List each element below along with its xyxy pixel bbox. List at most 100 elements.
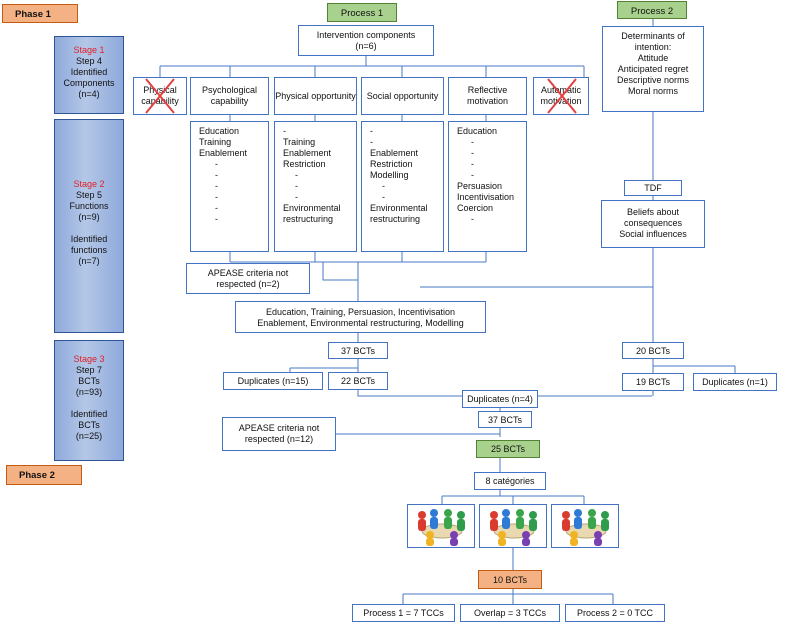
function-item: - bbox=[215, 214, 218, 224]
bcts-10-box: 10 BCTs bbox=[478, 570, 542, 589]
stage-1-line: Components bbox=[63, 78, 115, 88]
component-label: Reflective motivation bbox=[466, 85, 509, 106]
function-item: - bbox=[295, 170, 298, 180]
stage-1-line: Identified bbox=[70, 67, 108, 77]
apease-line: APEASE criteria not bbox=[238, 423, 320, 433]
function-item: Restriction bbox=[283, 159, 326, 169]
selected-functions-line: Enablement, Environmental restructuring,… bbox=[257, 318, 464, 328]
result-overlap: Overlap = 3 TCCs bbox=[460, 604, 560, 622]
function-item: Enablement bbox=[283, 148, 332, 158]
result-process-1: Process 1 = 7 TCCs bbox=[352, 604, 455, 622]
result-process-2: Process 2 = 0 TCC bbox=[565, 604, 665, 622]
stage-2-line: (n=7) bbox=[78, 256, 100, 266]
stage-2-title: Stage 2 bbox=[73, 179, 105, 189]
bcts-37-merged-box: 37 BCTs bbox=[478, 411, 532, 428]
stage-3-line: BCTs bbox=[78, 420, 100, 430]
intervention-components-box: Intervention components (n=6) bbox=[298, 25, 434, 56]
stage-1-line: Step 4 bbox=[75, 56, 103, 66]
stage-3-line: Identified bbox=[70, 409, 108, 419]
apease-criteria-box-bcts: APEASE criteria not respected (n=12) bbox=[222, 417, 336, 451]
stage-2-box: Stage 2 Step 5 Functions (n=9) Identifie… bbox=[54, 119, 124, 333]
stage-2-line: Functions bbox=[69, 201, 109, 211]
apease-line: APEASE criteria not bbox=[207, 268, 289, 278]
apease-line: respected (n=12) bbox=[244, 434, 314, 444]
component-label: Physical capability bbox=[141, 85, 179, 106]
beliefs-line: consequences bbox=[623, 218, 683, 228]
functions-reflective-motivation: Education - - - - Persuasion Incentivisa… bbox=[448, 121, 527, 252]
process-2-header: Process 2 bbox=[617, 1, 687, 19]
function-item: Training bbox=[199, 137, 232, 147]
bcts-37-box: 37 BCTs bbox=[328, 342, 388, 359]
function-item: - bbox=[370, 126, 373, 136]
stage-2-line bbox=[55, 223, 123, 234]
function-item: restructuring bbox=[283, 214, 334, 224]
stage-2-line: functions bbox=[70, 245, 108, 255]
duplicates-15-box: Duplicates (n=15) bbox=[223, 372, 323, 390]
determinant-line: Attitude bbox=[637, 53, 669, 63]
stage-3-line: (n=25) bbox=[75, 431, 103, 441]
people-group-icon bbox=[562, 509, 609, 546]
function-item: Environmental bbox=[283, 203, 341, 213]
group-illustration bbox=[479, 504, 547, 548]
stage-1-box: Stage 1 Step 4 Identified Components (n=… bbox=[54, 36, 124, 114]
function-item: - bbox=[370, 137, 373, 147]
stage-3-line bbox=[55, 398, 123, 409]
intervention-components-title: Intervention components bbox=[316, 30, 416, 40]
function-item: Training bbox=[283, 137, 316, 147]
function-item: Restriction bbox=[370, 159, 413, 169]
component-automatic-motivation: Automatic motivation bbox=[533, 77, 589, 115]
stage-2-line: Step 5 bbox=[75, 190, 103, 200]
stage-2-line: Identified bbox=[70, 234, 108, 244]
component-physical-capability: Physical capability bbox=[133, 77, 187, 115]
function-item: - bbox=[471, 214, 474, 224]
function-item: Education bbox=[199, 126, 240, 136]
function-item: - bbox=[382, 181, 385, 191]
group-illustration bbox=[407, 504, 475, 548]
function-item: - bbox=[215, 181, 218, 191]
bcts-25-box: 25 BCTs bbox=[476, 440, 540, 458]
stage-1-title: Stage 1 bbox=[73, 45, 105, 55]
function-item: - bbox=[471, 170, 474, 180]
function-item: Incentivisation bbox=[457, 192, 515, 202]
people-group-icon bbox=[490, 509, 537, 546]
component-reflective-motivation: Reflective motivation bbox=[448, 77, 527, 115]
component-label: Automatic motivation bbox=[540, 85, 582, 106]
determinants-of-intention-box: Determinants of intention: Attitude Anti… bbox=[602, 26, 704, 112]
stage-3-line: (n=93) bbox=[75, 387, 103, 397]
function-item: - bbox=[283, 126, 286, 136]
function-item: Persuasion bbox=[457, 181, 503, 191]
duplicates-4-box: Duplicates (n=4) bbox=[462, 390, 538, 408]
component-social-opportunity: Social opportunity bbox=[361, 77, 444, 115]
bcts-20-box: 20 BCTs bbox=[622, 342, 684, 359]
function-item: Modelling bbox=[370, 170, 409, 180]
phase-2-label: Phase 2 bbox=[6, 465, 82, 485]
function-item: - bbox=[295, 192, 298, 202]
functions-physical-opportunity: - Training Enablement Restriction - - - … bbox=[274, 121, 357, 252]
component-label: Psychological capability bbox=[201, 85, 258, 106]
people-group-icon bbox=[418, 509, 465, 546]
function-item: - bbox=[215, 159, 218, 169]
function-item: - bbox=[471, 148, 474, 158]
determinant-line: Moral norms bbox=[627, 86, 678, 96]
stage-1-line: (n=4) bbox=[78, 89, 100, 99]
selected-functions-line: Education, Training, Persuasion, Incenti… bbox=[265, 307, 456, 317]
function-item: - bbox=[215, 170, 218, 180]
stage-3-title: Stage 3 bbox=[73, 354, 105, 364]
tdf-box: TDF bbox=[624, 180, 682, 196]
functions-social-opportunity: - - Enablement Restriction Modelling - -… bbox=[361, 121, 444, 252]
stage-2-line: (n=9) bbox=[78, 212, 100, 222]
bcts-19-box: 19 BCTs bbox=[622, 373, 684, 391]
function-item: Environmental bbox=[370, 203, 428, 213]
group-illustration bbox=[551, 504, 619, 548]
phase-1-label: Phase 1 bbox=[2, 4, 78, 23]
functions-psychological-capability: Education Training Enablement - - - - - … bbox=[190, 121, 269, 252]
stage-3-line: Step 7 bbox=[75, 365, 103, 375]
component-physical-opportunity: Physical opportunity bbox=[274, 77, 357, 115]
determinant-line: Determinants of bbox=[621, 31, 685, 41]
function-item: - bbox=[382, 192, 385, 202]
apease-line: respected (n=2) bbox=[216, 279, 280, 289]
component-psychological-capability: Psychological capability bbox=[190, 77, 269, 115]
component-label: Physical opportunity bbox=[275, 90, 356, 101]
function-item: - bbox=[215, 192, 218, 202]
